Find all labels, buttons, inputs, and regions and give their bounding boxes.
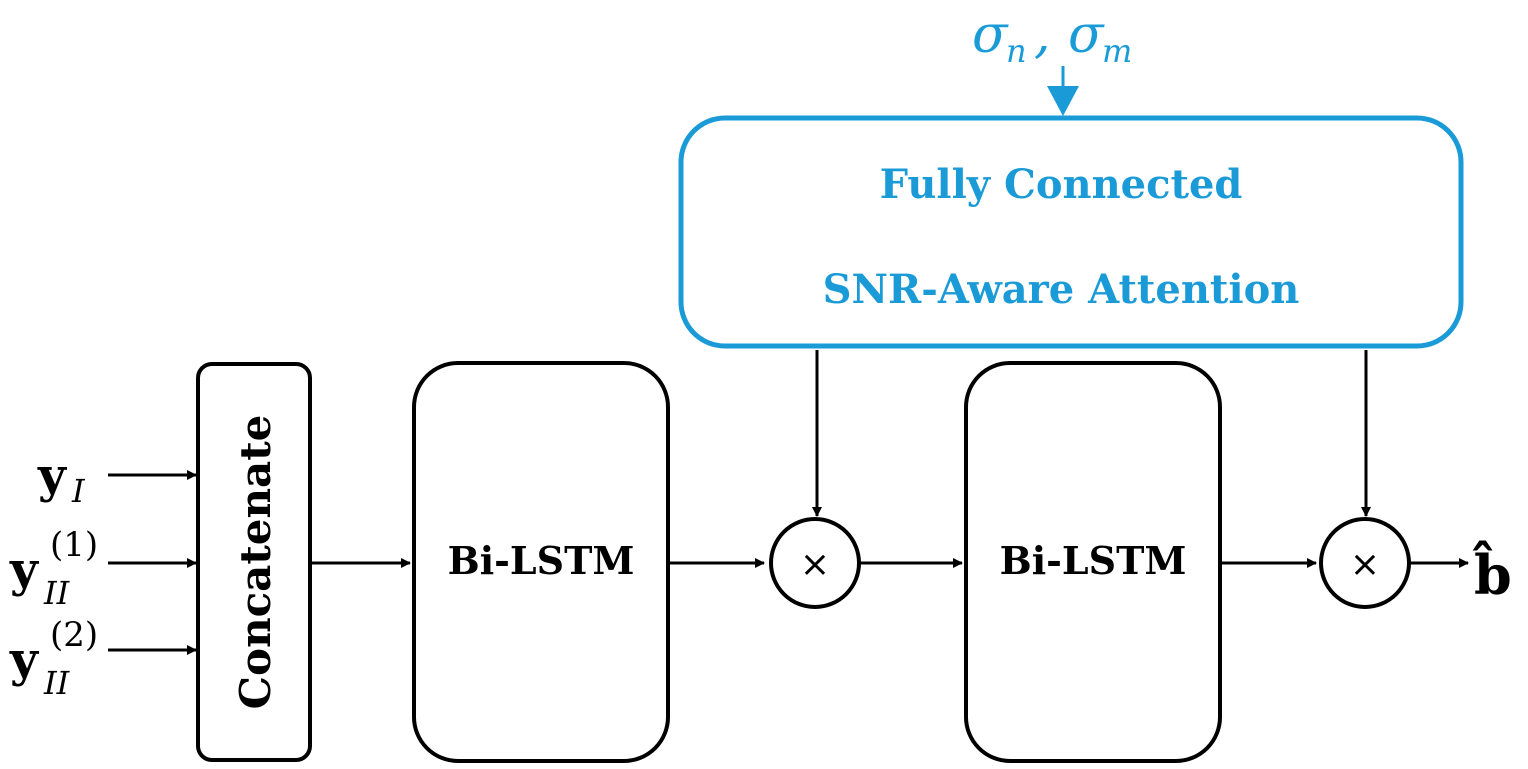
- attention-input-label: σ n , σ m: [972, 5, 1132, 70]
- input-y-II-2-main: y: [9, 632, 40, 688]
- multiply-node-2: ×: [1319, 517, 1411, 609]
- input-y-I-sub: I: [71, 472, 86, 510]
- multiply-2-symbol: ×: [1350, 544, 1380, 585]
- arrow-sigma-head: [1047, 86, 1079, 116]
- attention-line1: Fully Connected: [880, 161, 1243, 208]
- input-y-II-1-sub: II: [43, 574, 71, 612]
- multiply-1-symbol: ×: [800, 544, 830, 585]
- concatenate-label: Concatenate: [231, 415, 280, 710]
- input-y-II-1: y (1) II: [9, 525, 98, 612]
- bilstm-2-label: Bi-LSTM: [1000, 538, 1187, 583]
- bilstm-1-label: Bi-LSTM: [448, 538, 635, 583]
- input-y-II-2-sub: II: [43, 664, 71, 702]
- multiply-node-1: ×: [769, 517, 861, 609]
- sigma-n-symbol: σ: [972, 5, 1009, 65]
- input-y-II-1-sup: (1): [50, 525, 98, 565]
- sigma-n-sub: n: [1006, 32, 1027, 70]
- bilstm-block-1: Bi-LSTM: [412, 361, 670, 763]
- input-y-II-1-main: y: [9, 542, 40, 598]
- input-y-II-2: y (2) II: [9, 615, 98, 702]
- sigma-sep: ,: [1034, 5, 1051, 65]
- bilstm-block-2: Bi-LSTM: [964, 361, 1222, 763]
- input-y-I: y I: [37, 448, 86, 510]
- concatenate-block: Concatenate: [196, 362, 312, 762]
- sigma-m-sub: m: [1102, 32, 1132, 70]
- attention-line2: SNR-Aware Attention: [823, 266, 1300, 313]
- output-b-hat: b̂: [1472, 540, 1512, 607]
- sigma-m-symbol: σ: [1068, 5, 1105, 65]
- input-y-I-main: y: [37, 448, 68, 504]
- attention-block: Fully Connected SNR-Aware Attention: [678, 115, 1464, 349]
- input-y-II-2-sup: (2): [50, 615, 98, 655]
